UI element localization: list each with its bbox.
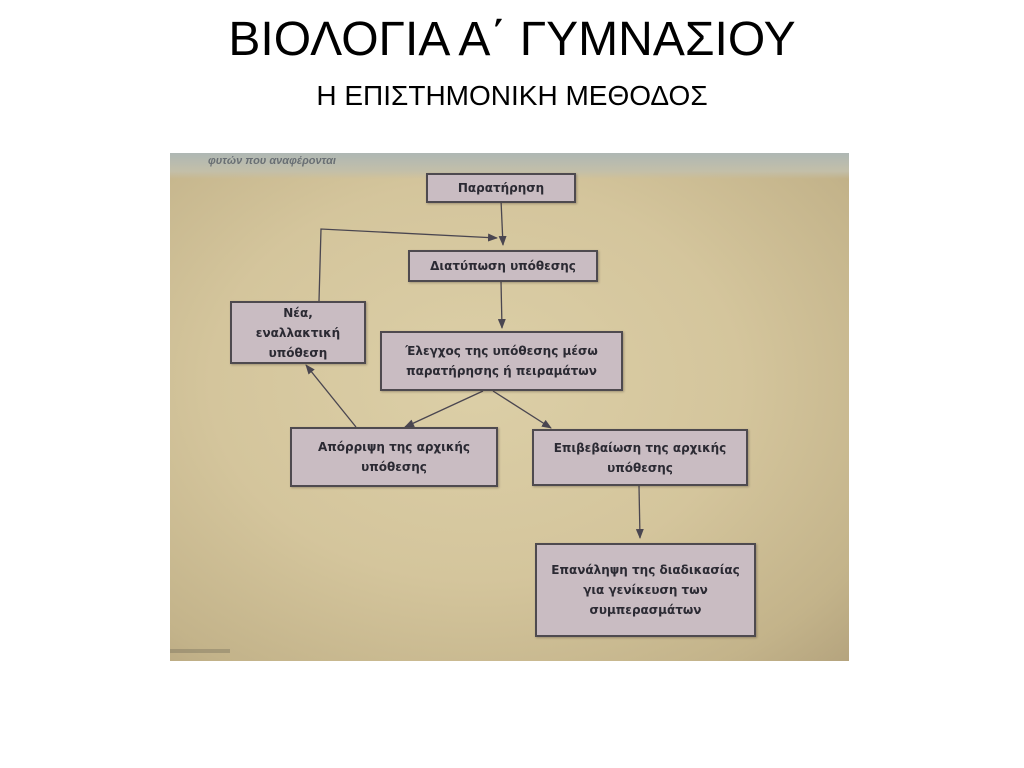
node-hypothesis: Διατύπωση υπόθεσης — [408, 250, 598, 282]
arrow-testing-to-confirmation — [492, 390, 552, 429]
slide-subtitle: Η ΕΠΙΣΤΗΜΟΝΙΚΗ ΜΕΘΟΔΟΣ — [316, 80, 708, 111]
node-rejection: Απόρριψη της αρχικής υπόθεσης — [290, 427, 498, 487]
flowchart-arrows — [305, 199, 644, 539]
arrow-testing-to-rejection — [404, 390, 484, 428]
arrow-alternative-to-hypothesis — [318, 228, 498, 302]
slide-title: ΒΙΟΛΟΓΙΑ Α΄ ΓΥΜΝΑΣΙΟΥ — [228, 13, 796, 66]
diagram-photo: φυτών που αναφέρονται Παρατήρηση Διατύπω… — [170, 153, 849, 661]
node-testing: Έλεγχος της υπόθεσης μέσω παρατήρησης ή … — [380, 331, 623, 391]
node-alternative: Νέα, εναλλακτική υπόθεση — [230, 301, 366, 364]
photo-bottom-mark — [170, 649, 230, 653]
arrow-confirmation-to-repetition — [635, 485, 644, 539]
arrow-rejection-to-alternative — [305, 364, 357, 428]
arrow-hypothesis-to-testing — [497, 280, 506, 329]
photo-top-text: φυτών που αναφέρονται — [208, 155, 336, 167]
node-observation: Παρατήρηση — [426, 173, 576, 203]
arrow-observation-to-hypothesis — [498, 199, 507, 246]
node-repetition: Επανάληψη της διαδικασίας για γενίκευση … — [535, 543, 756, 637]
node-confirmation: Επιβεβαίωση της αρχικής υπόθεσης — [532, 429, 748, 486]
